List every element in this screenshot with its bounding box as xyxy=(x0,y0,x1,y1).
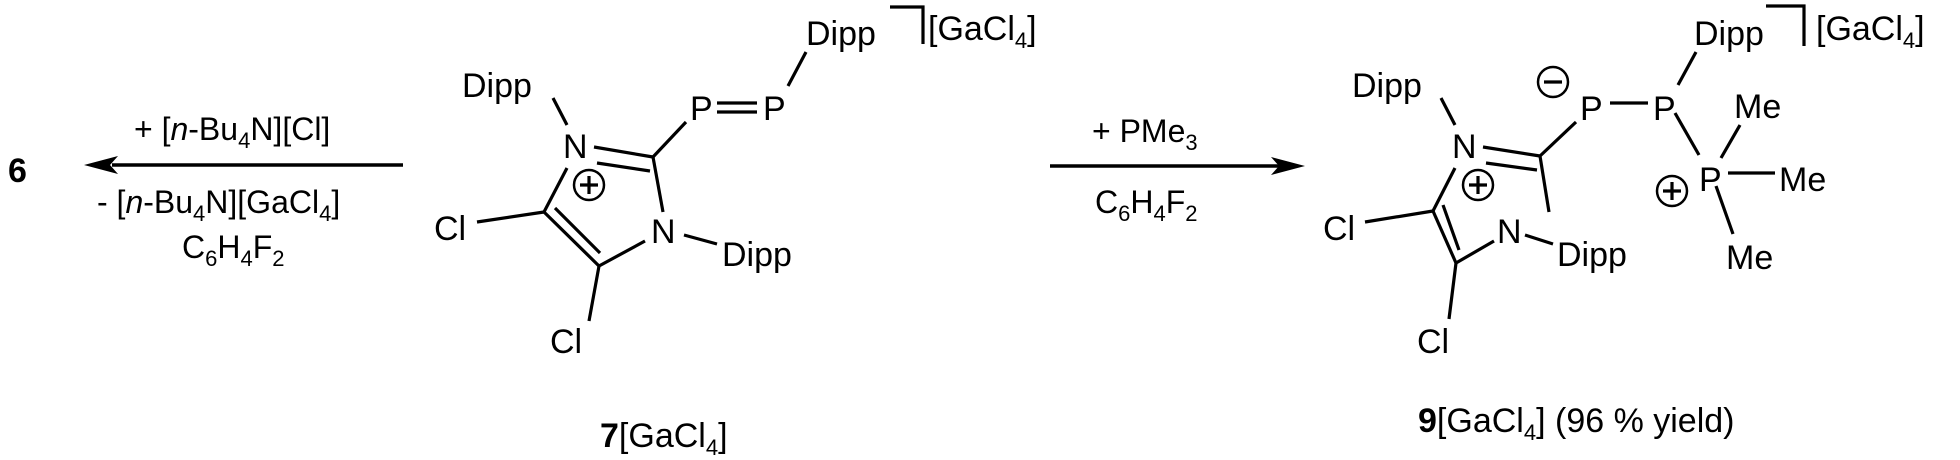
right-arrow-reagent: + PMe3 xyxy=(1092,113,1198,155)
atom-cl: Cl xyxy=(1323,210,1355,248)
atom-dipp: Dipp xyxy=(1352,67,1422,105)
atom-dipp: Dipp xyxy=(1694,15,1764,53)
right-arrow-solvent: C6H4F2 xyxy=(1095,184,1198,226)
positive-charge-icon xyxy=(1461,168,1495,202)
compound-9-structure: Dipp N P P Dipp P Me Me Me Cl Cl N Dipp xyxy=(1323,4,1826,361)
atom-dipp: Dipp xyxy=(806,15,876,53)
atom-cl: Cl xyxy=(434,210,466,248)
left-arrow-byproduct-below: - [n-Bu4N][GaCl4] xyxy=(97,184,340,226)
atom-dipp: Dipp xyxy=(1557,236,1627,274)
negative-charge-icon xyxy=(1536,65,1570,99)
atom-n: N xyxy=(563,128,588,166)
atom-dipp: Dipp xyxy=(462,67,532,105)
left-arrow-solvent: C6H4F2 xyxy=(182,229,285,271)
atom-p: P xyxy=(1653,90,1676,128)
atom-cl: Cl xyxy=(1417,323,1449,361)
compound-7-counterion: [GaCl4] xyxy=(928,10,1037,53)
atom-me: Me xyxy=(1779,161,1826,199)
left-arrow-reagent-above: + [n-Bu4N][Cl] xyxy=(134,111,330,153)
atom-p: P xyxy=(1580,90,1603,128)
atom-me: Me xyxy=(1734,88,1781,126)
reaction-arrow-right xyxy=(1050,157,1305,175)
compound-9-label: 9[GaCl4] (96 % yield) xyxy=(1418,402,1735,445)
atom-me: Me xyxy=(1726,239,1773,277)
positive-charge-icon xyxy=(572,168,606,202)
atom-n: N xyxy=(651,213,676,251)
atom-n: N xyxy=(1452,128,1477,166)
atom-n: N xyxy=(1497,213,1522,251)
compound-7-structure: Dipp N P P Dipp Cl Cl N Dipp xyxy=(434,5,925,361)
positive-charge-icon xyxy=(1655,174,1689,208)
compound-7-label: 7[GaCl4] xyxy=(600,417,728,460)
atom-p: P xyxy=(690,90,713,128)
atom-p: P xyxy=(763,90,786,128)
compound-9-counterion: [GaCl4] xyxy=(1816,10,1925,53)
atom-dipp: Dipp xyxy=(722,236,792,274)
compound-6-label: 6 xyxy=(8,152,27,190)
reaction-arrow-left xyxy=(84,156,403,174)
atom-cl: Cl xyxy=(550,323,582,361)
